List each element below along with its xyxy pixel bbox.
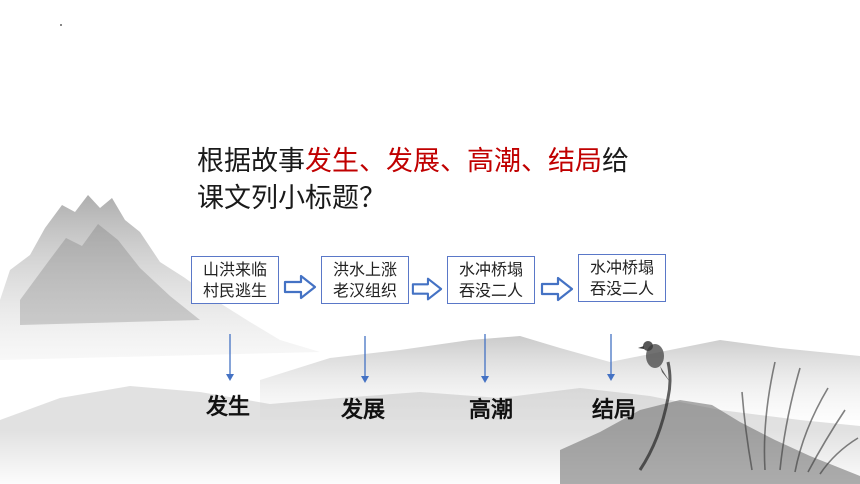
branch — [638, 361, 672, 471]
stage-3-line-2: 吞没二人 — [458, 281, 523, 300]
question-line-2: 课文列小标题？ — [197, 183, 386, 214]
left-mountain-ridge — [20, 224, 200, 325]
separator: 、 — [359, 146, 386, 177]
down-arrow-icon — [361, 336, 369, 383]
left-mountain-range — [0, 195, 320, 360]
mid-hills — [260, 336, 860, 420]
rock-outcrop — [560, 400, 860, 484]
question-line-1-end: 给 — [602, 146, 629, 177]
question-text: 根据故事发生、发展、高潮、结局给课文列小标题？ — [197, 143, 677, 217]
reeds — [741, 361, 859, 475]
flow-arrow-icon — [540, 276, 574, 302]
down-arrow-icon — [481, 334, 489, 383]
flow-arrow-icon — [283, 274, 317, 300]
term-occurrence: 发生 — [305, 146, 359, 177]
bird-icon — [638, 341, 670, 382]
separator: 、 — [440, 146, 467, 177]
label-occurrence: 发生 — [206, 395, 251, 420]
stage-4-line-2: 吞没二人 — [589, 279, 654, 298]
term-ending: 结局 — [548, 146, 602, 177]
corner-dot — [60, 24, 62, 26]
question-prefix: 根据故事 — [197, 146, 305, 177]
label-ending: 结局 — [592, 398, 637, 423]
stage-1-line-2: 村民逃生 — [202, 281, 267, 300]
separator: 、 — [521, 146, 548, 177]
stage-box-1: 山洪来临 村民逃生 — [191, 256, 279, 304]
flow-arrow-icon — [411, 277, 443, 301]
stage-2-line-2: 老汉组织 — [332, 281, 397, 300]
term-climax: 高潮 — [467, 146, 521, 177]
label-development: 发展 — [341, 398, 386, 423]
stage-3-line-1: 水冲桥塌 — [458, 260, 523, 279]
term-development: 发展 — [386, 146, 440, 177]
down-arrow-icon — [607, 334, 615, 381]
stage-1-line-1: 山洪来临 — [202, 260, 267, 279]
stage-box-2: 洪水上涨 老汉组织 — [321, 256, 409, 304]
stage-4-line-1: 水冲桥塌 — [589, 258, 654, 277]
down-arrow-icon — [226, 334, 234, 381]
stage-box-3: 水冲桥塌 吞没二人 — [447, 256, 535, 304]
stage-box-4: 水冲桥塌 吞没二人 — [578, 254, 666, 302]
stage-2-line-1: 洪水上涨 — [332, 260, 397, 279]
label-climax: 高潮 — [469, 398, 514, 423]
